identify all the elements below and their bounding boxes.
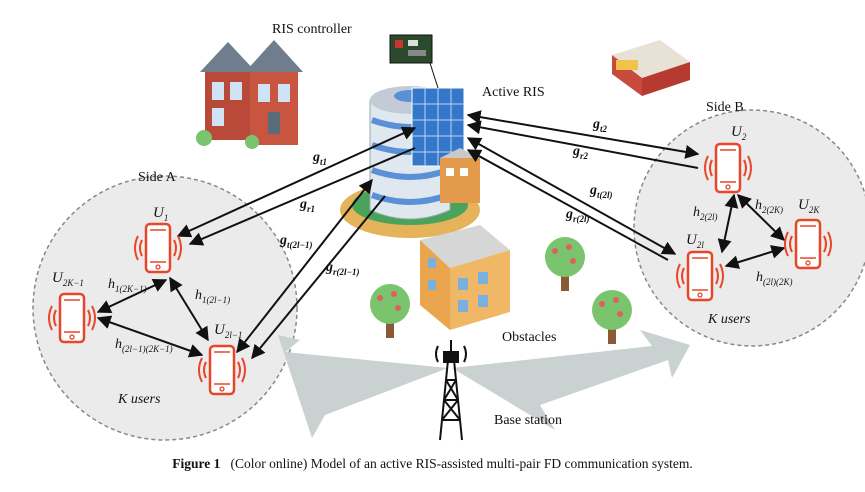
system-diagram (32, 34, 865, 441)
channel-gt2l-label: gt(2l) (590, 183, 613, 200)
side-a-label: Side A (138, 170, 176, 185)
channel-gr2l-label: gr(2l) (566, 207, 590, 224)
channel-gr1-label: gr1 (300, 197, 316, 214)
channel-h2l-1-2k-1-label: h(2l−1)(2K−1) (115, 337, 173, 354)
channel-h1-2k-1-label: h1(2K−1) (108, 277, 147, 294)
channel-gr2l-1-label: gr(2l−1) (326, 260, 360, 277)
user-u2l-1-label: U2l−1 (214, 322, 243, 340)
base-station-label: Base station (494, 413, 563, 428)
channel-gr2-label: gr2 (573, 144, 589, 161)
active-ris-label: Active RIS (482, 85, 545, 100)
side-a-interference-arrows (96, 276, 209, 358)
ris-controller-icon (389, 34, 433, 64)
tree-icon (592, 290, 632, 344)
side-b-k-users-label: K users (708, 312, 751, 327)
beam-right (452, 330, 690, 430)
obstacles-label: Obstacles (502, 330, 557, 345)
side-b-region (633, 109, 865, 347)
houses-icon (196, 40, 303, 149)
beam-left (278, 335, 448, 438)
figure-caption: Figure 1 (Color online) Model of an acti… (0, 456, 865, 472)
figure-caption-text: (Color online) Model of an active RIS-as… (230, 456, 693, 471)
channel-gt2-label: gt2 (593, 117, 608, 134)
side-b-interference-arrows (717, 193, 786, 269)
channel-h1-2l-1-label: h1(2l−1) (195, 288, 231, 305)
channel-gt1-label: gt1 (313, 150, 328, 167)
channel-h2l-2k-label: h(2l)(2K) (756, 270, 793, 287)
tree-icon (370, 284, 410, 338)
channel-gt2l-1-label: gt(2l−1) (280, 233, 313, 250)
ris-controller-label: RIS controller (272, 22, 352, 37)
figure-label: Figure 1 (172, 456, 221, 471)
channel-h2-2l-label: h2(2l) (693, 205, 718, 222)
tree-icon (545, 237, 585, 291)
side-b-label: Side B (706, 100, 744, 115)
user-u1-label: U1 (153, 205, 169, 223)
user-u2k-label: U2K (798, 197, 820, 215)
channel-arrows (176, 110, 700, 360)
shop-icon (612, 40, 690, 96)
user-u2k-1-label: U2K−1 (52, 270, 84, 288)
base-station-tower-icon (435, 340, 467, 441)
user-u2l-label: U2l (686, 232, 704, 250)
side-a-k-users-label: K users (118, 392, 161, 407)
channel-h2-2k-label: h2(2K) (755, 198, 783, 215)
user-u2-label: U2 (731, 124, 747, 142)
obstacle-building-icon (420, 225, 510, 330)
